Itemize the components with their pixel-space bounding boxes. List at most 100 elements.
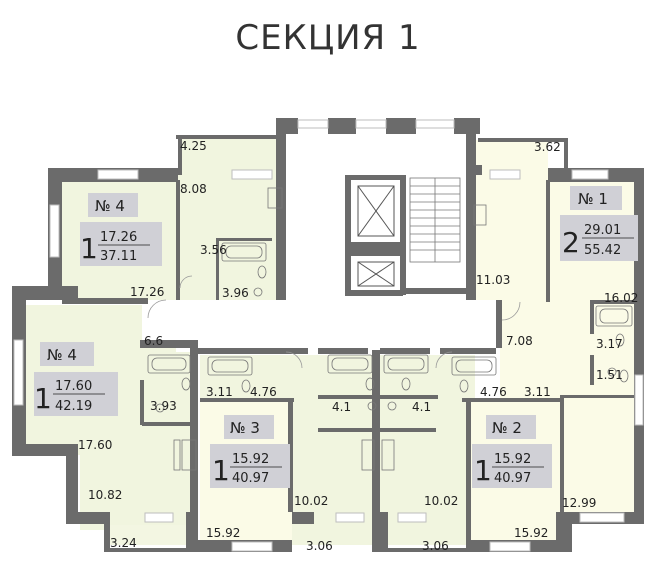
area-label: 10.82	[88, 488, 122, 502]
wall	[318, 428, 374, 432]
wall	[176, 180, 180, 300]
wall	[560, 395, 564, 515]
area-label: 4.1	[412, 400, 431, 414]
apt-number-bg	[570, 186, 622, 210]
wall	[634, 168, 644, 524]
area-label: 3.96	[222, 286, 249, 300]
apt-area-bg	[80, 222, 162, 266]
wall	[104, 548, 194, 552]
area-label: 4.25	[180, 139, 207, 153]
stove-icon	[173, 187, 487, 471]
apt-number-bg	[88, 193, 138, 217]
wall	[318, 395, 376, 399]
area-label: 8.08	[180, 182, 207, 196]
wall	[328, 118, 356, 134]
window	[297, 119, 329, 129]
wall	[560, 395, 634, 398]
apt-number: № 4	[95, 197, 125, 215]
area-label: 3.62	[534, 140, 561, 154]
apt-number-bg	[486, 415, 536, 439]
wall	[216, 238, 272, 241]
wall	[380, 348, 430, 354]
wall	[440, 348, 496, 354]
total-area: 40.97	[494, 471, 531, 486]
area-label: 10.02	[294, 494, 328, 508]
window	[49, 204, 60, 258]
wall	[380, 548, 472, 552]
wall	[140, 340, 196, 348]
area-label: 12.99	[562, 496, 596, 510]
elevator-icon	[357, 261, 395, 287]
apartment-badge-2: № 2 1 15.92 40.97	[472, 415, 552, 488]
room-count: 1	[212, 454, 230, 487]
wall	[292, 512, 314, 524]
section-title: СЕКЦИЯ 1	[235, 18, 421, 58]
apt-area-bg	[210, 444, 290, 488]
bathtub-icon	[327, 354, 373, 374]
floor-fills	[24, 135, 640, 545]
window	[397, 512, 427, 523]
wall	[590, 300, 640, 304]
living-area: 17.26	[100, 230, 137, 245]
total-area: 40.97	[232, 471, 269, 486]
elevator-icon	[357, 185, 395, 237]
apt4b-loggia-floor	[107, 525, 192, 545]
area-label: 3.93	[150, 399, 177, 413]
area-label: 4.76	[250, 385, 277, 399]
living-area: 15.92	[232, 452, 269, 467]
wall	[466, 118, 476, 300]
wall	[62, 298, 140, 304]
wall	[590, 355, 594, 385]
bathtub-icon	[595, 305, 633, 327]
window	[571, 169, 609, 180]
area-label: 3.56	[200, 243, 227, 257]
wall	[478, 138, 568, 142]
wall	[472, 165, 482, 175]
wall	[318, 348, 368, 354]
wall	[345, 290, 403, 296]
area-label: 10.02	[424, 494, 458, 508]
wall	[556, 512, 572, 552]
window	[97, 169, 139, 180]
wall	[403, 288, 473, 294]
wall	[372, 350, 380, 512]
area-label: 1.51	[596, 368, 623, 382]
area-label: 15.92	[206, 526, 240, 540]
sink-icon	[155, 287, 617, 413]
apt2-kitchen-floor	[380, 355, 475, 545]
area-label: 3.17	[596, 337, 623, 351]
toilet-icon	[181, 265, 629, 393]
wall	[12, 444, 70, 456]
door-swing-icon	[147, 275, 521, 369]
apartment-badge-3: № 3 1 15.92 40.97	[210, 415, 290, 488]
bathtub-icon	[383, 354, 429, 374]
apt1-kitchen-floor	[470, 140, 548, 300]
area-label: 3.06	[422, 539, 449, 553]
total-area: 55.42	[584, 243, 621, 258]
living-area: 15.92	[494, 452, 531, 467]
wall	[590, 300, 594, 334]
area-label: 16.02	[604, 291, 638, 305]
total-area: 42.19	[55, 399, 92, 414]
wall	[380, 428, 436, 432]
area-label: 17.26	[130, 285, 164, 299]
bathtub-icon	[207, 356, 253, 376]
bathtub-icon	[221, 242, 267, 262]
window	[231, 169, 273, 180]
area-label: 3.11	[524, 385, 551, 399]
apt-number: № 3	[230, 419, 260, 437]
area-label: 3.11	[206, 385, 233, 399]
apt4a-kitchen-floor	[178, 135, 276, 300]
wall	[564, 138, 568, 172]
window	[489, 169, 521, 180]
living-area: 29.01	[584, 223, 621, 238]
wall	[466, 400, 471, 540]
bathtub-icon	[451, 356, 497, 376]
wall	[140, 298, 148, 304]
area-label: 6.6	[144, 334, 163, 348]
wall	[546, 180, 550, 302]
apt-number-bg	[224, 415, 274, 439]
room-count: 1	[80, 232, 98, 265]
wall	[198, 348, 308, 354]
apt-number-bg	[40, 342, 94, 366]
